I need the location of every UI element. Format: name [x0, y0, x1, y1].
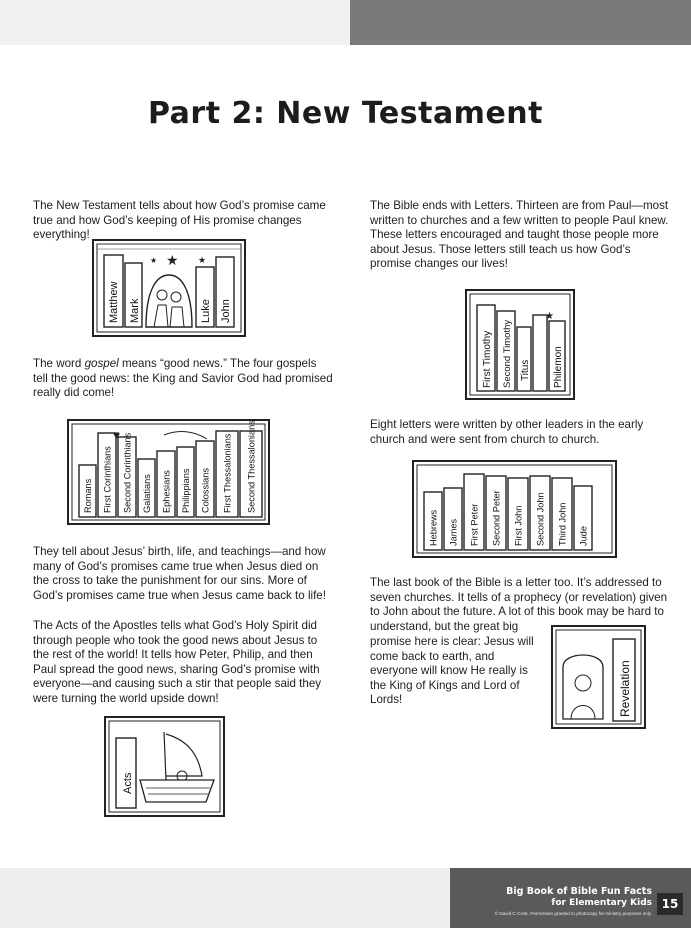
- book-spine: [485, 475, 507, 551]
- book-label: Jude: [579, 526, 589, 546]
- gospels-bookshelf: ★ ★ ★ Matthew Mark Luke John: [92, 239, 246, 337]
- book-label: Hebrews: [429, 509, 439, 546]
- book-label-revelation: Revelation: [618, 660, 632, 717]
- book-label: Romans: [83, 478, 93, 513]
- book-subtitle: for Elementary Kids: [551, 898, 652, 908]
- book-spine: [137, 458, 156, 518]
- book-label: Second Peter: [492, 490, 502, 546]
- letters-paragraph: The Bible ends with Letters. Thirteen ar…: [370, 199, 669, 271]
- book-label: Galatians: [142, 474, 152, 513]
- book-spine: [239, 430, 263, 518]
- book-spine: [463, 473, 485, 551]
- svg-text:★: ★: [198, 255, 206, 265]
- book-spine: [78, 464, 97, 518]
- svg-text:★: ★: [150, 256, 157, 265]
- book-spine: [507, 477, 529, 551]
- acts-paragraph: The Acts of the Apostles tells what God’…: [33, 619, 322, 705]
- svg-text:★: ★: [545, 311, 554, 322]
- book-spine: [443, 487, 463, 551]
- revelation-paragraph-b: promise here is clear: Jesus will come b…: [370, 635, 534, 707]
- book-label: First Peter: [470, 504, 480, 546]
- book-spine: [529, 475, 551, 551]
- book-label: James: [449, 519, 459, 546]
- book-label-mark: Mark: [129, 298, 141, 323]
- book-label: Second Corinthians: [123, 432, 133, 513]
- page-title: Part 2: New Testament: [147, 96, 543, 131]
- book-label: Philippians: [181, 468, 191, 513]
- acts-bookshelf: Acts: [104, 716, 225, 817]
- book-label: First Corinthians: [103, 446, 113, 513]
- book-label-first-timothy: First Timothy: [482, 331, 493, 388]
- page-number: 15: [657, 893, 683, 915]
- general-letters-bookshelf: Hebrews James First Peter Second Peter First…: [412, 460, 617, 558]
- revelation-bookshelf: Revelation: [551, 625, 646, 729]
- book-label-matthew: Matthew: [108, 281, 120, 323]
- jesus-life-paragraph: They tell about Jesus’ birth, life, and …: [33, 545, 326, 602]
- book-title: Big Book of Bible Fun Facts: [506, 886, 652, 897]
- revelation-paragraph-a: The last book of the Bible is a letter t…: [370, 576, 668, 633]
- book-spine: [195, 440, 215, 518]
- book-spine: [215, 430, 239, 518]
- gospel-text-pre: The word: [33, 357, 85, 370]
- pastoral-letters-bookshelf: ★ First Timothy Second Timothy Titus Phi…: [465, 289, 575, 400]
- book-spine: [117, 436, 137, 518]
- book-spine: [176, 446, 195, 518]
- book-spine: [573, 485, 593, 551]
- book-spine: [156, 450, 176, 518]
- book-label: Third John: [558, 503, 568, 546]
- svg-text:★: ★: [166, 252, 179, 268]
- paul-letters-bookshelf: Romans First Corinthians Second Corinthian…: [67, 419, 270, 525]
- book-label: Second John: [536, 492, 546, 546]
- book-label: First John: [514, 506, 524, 546]
- gospel-word: gospel: [84, 357, 119, 370]
- book-label-second-timothy: Second Timothy: [502, 320, 513, 388]
- book-label: First Thessalonians: [223, 433, 233, 513]
- book-label-philemon: Philemon: [553, 346, 564, 388]
- book-label: Ephesians: [162, 470, 172, 513]
- book-label-luke: Luke: [200, 299, 212, 323]
- svg-text:♥: ♥: [113, 428, 120, 442]
- intro-paragraph: The New Testament tells about how God’s …: [33, 199, 326, 242]
- book-label-john: John: [220, 299, 232, 323]
- other-letters-paragraph: Eight letters were written by other lead…: [370, 418, 644, 446]
- book-label: Colossians: [201, 468, 211, 513]
- book-label-titus: Titus: [520, 360, 531, 381]
- gospel-text-post: means “good news.” The four gospels tell…: [33, 357, 333, 400]
- book-spine: [97, 432, 117, 518]
- book-label-acts: Acts: [122, 772, 134, 794]
- gospel-paragraph: The word gospel means “good news.” The f…: [33, 357, 333, 401]
- footer-band-dark: [450, 868, 691, 928]
- book-label: Second Thessalonians: [247, 421, 257, 513]
- header-band-light: [0, 0, 350, 45]
- copyright-notice: © David C Cook. Permission granted to ph…: [494, 911, 652, 916]
- book-spine: [423, 491, 443, 551]
- header-band-dark: [350, 0, 691, 45]
- book-spine: [551, 477, 573, 551]
